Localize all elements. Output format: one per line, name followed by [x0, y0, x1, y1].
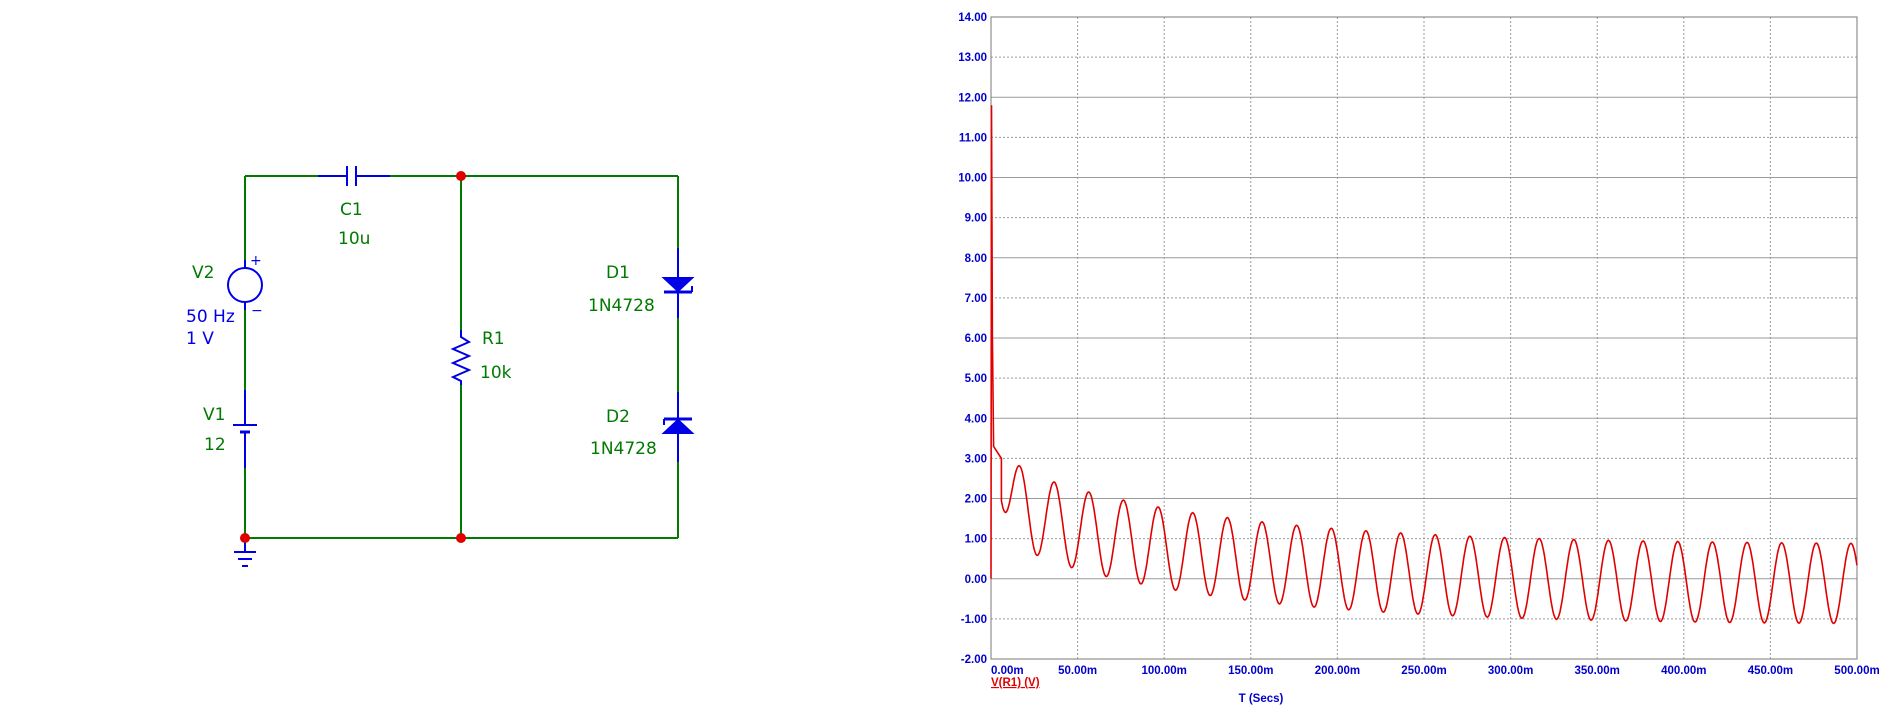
- y-tick-label: 0.00: [965, 574, 987, 586]
- y-tick-label: 9.00: [965, 213, 987, 225]
- y-tick-label: 5.00: [965, 373, 987, 385]
- node-top-mid: [456, 171, 466, 181]
- d2-value: 1N4728: [590, 439, 657, 459]
- capacitor-c1[interactable]: [318, 166, 390, 186]
- v2-minus-sign: −: [251, 303, 263, 319]
- ac-source-v2[interactable]: [227, 260, 263, 310]
- v1-name: V1: [203, 405, 225, 425]
- y-tick-label: 12.00: [958, 92, 987, 104]
- c1-name: C1: [340, 200, 363, 220]
- y-tick-label: -1.00: [961, 614, 987, 626]
- battery-v1[interactable]: [233, 390, 257, 468]
- y-tick-label: 11.00: [959, 132, 987, 144]
- r1-value: 10k: [480, 363, 512, 383]
- y-tick-label: 7.00: [965, 293, 987, 305]
- v2-name: V2: [192, 263, 214, 283]
- x-axis-ticks: 0.00m 50.00m 100.00m 150.00m 200.00m 250.00m 3…: [991, 665, 1880, 677]
- r1-name: R1: [482, 329, 505, 349]
- y-axis-ticks: -2.00 -1.00 0.00 1.00 2.00 3.00 4.00 5.00 6.00 7.…: [958, 12, 987, 666]
- x-axis-label: T (Secs): [1239, 693, 1284, 705]
- x-tick-label: 150.00m: [1228, 665, 1273, 677]
- x-tick-label: 100.00m: [1141, 665, 1186, 677]
- node-bottom-left: [240, 533, 250, 543]
- plot-grid: [991, 17, 1857, 659]
- ground-symbol: [234, 540, 256, 567]
- junction-nodes: [240, 171, 466, 543]
- x-tick-label: 450.00m: [1748, 665, 1793, 677]
- x-tick-label: 0.00m: [991, 665, 1024, 677]
- v1-value: 12: [204, 435, 226, 455]
- x-tick-label: 400.00m: [1661, 665, 1706, 677]
- v2-plus-sign: +: [250, 253, 262, 269]
- v2-frequency: 50 Hz: [186, 307, 235, 327]
- y-tick-label: 10.00: [958, 173, 987, 185]
- resistor-r1[interactable]: [450, 330, 472, 385]
- series-line-v-r1: [990, 105, 1858, 625]
- y-tick-label: 2.00: [965, 494, 987, 506]
- zener-diode-d1[interactable]: [661, 248, 695, 318]
- y-tick-label: 14.00: [958, 12, 987, 24]
- wires: [244, 175, 679, 552]
- y-tick-label: -2.00: [961, 654, 987, 666]
- x-tick-label: 350.00m: [1574, 665, 1619, 677]
- x-tick-label: 500.00m: [1834, 665, 1879, 677]
- y-tick-label: 6.00: [965, 333, 987, 345]
- y-tick-label: 1.00: [965, 534, 987, 546]
- d2-name: D2: [606, 407, 630, 427]
- y-tick-label: 13.00: [958, 52, 987, 64]
- x-tick-label: 300.00m: [1488, 665, 1533, 677]
- legend-series-name[interactable]: V(R1) (V): [991, 677, 1040, 689]
- d1-name: D1: [606, 263, 630, 283]
- d1-value: 1N4728: [588, 296, 655, 316]
- x-tick-label: 200.00m: [1315, 665, 1360, 677]
- v2-amplitude: 1 V: [186, 329, 214, 349]
- zener-diode-d2[interactable]: [661, 392, 695, 462]
- y-tick-label: 4.00: [965, 413, 987, 425]
- transient-plot: -2.00 -1.00 0.00 1.00 2.00 3.00 4.00 5.00 6.00 7.…: [958, 12, 1880, 705]
- node-bottom-mid: [456, 533, 466, 543]
- x-tick-label: 50.00m: [1058, 665, 1097, 677]
- circuit-schematic: C1 10u + − V2 50 Hz 1 V V1 12 R1 10k D1 …: [186, 166, 695, 567]
- y-tick-label: 8.00: [965, 253, 987, 265]
- c1-value: 10u: [338, 229, 370, 249]
- y-tick-label: 3.00: [965, 453, 987, 465]
- x-tick-label: 250.00m: [1401, 665, 1446, 677]
